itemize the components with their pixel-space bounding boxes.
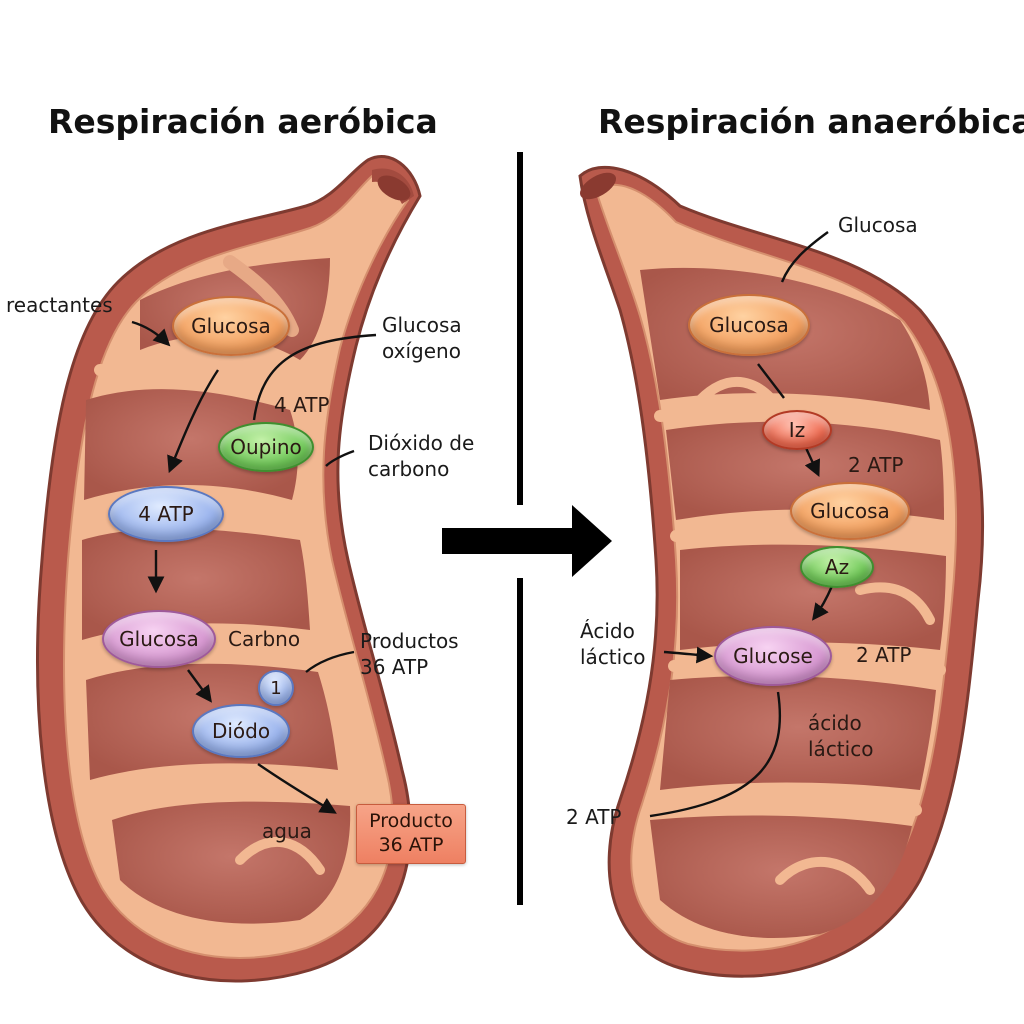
label-carbno: Carbno	[228, 627, 301, 651]
left-connectors	[131, 320, 377, 814]
right-connectors	[649, 231, 834, 818]
product-box-line1: Producto	[369, 810, 453, 833]
node-iz: Iz	[762, 410, 832, 450]
product-box: Producto 36 ATP	[356, 804, 466, 864]
label-dioxido-de-carbono: Dióxido de carbono	[368, 430, 474, 482]
anaerobic-title: Respiración anaeróbica	[598, 102, 1024, 141]
node-glucosa-anaerobic-top: Glucosa	[688, 294, 810, 356]
label-glucosa-oxigeno-line2: oxígeno	[382, 339, 461, 363]
aerobic-title: Respiración aeróbica	[48, 102, 438, 141]
label-acido-left-line2: láctico	[580, 645, 646, 669]
label-dioxido-line1: Dióxido de	[368, 431, 475, 455]
label-2-atp-c: 2 ATP	[566, 805, 622, 829]
label-2-atp-a: 2 ATP	[848, 453, 904, 477]
node-small-one: 1	[258, 670, 294, 706]
label-glucosa-oxigeno-line1: Glucosa	[382, 313, 462, 337]
label-acido-lactico-right: ácido láctico	[808, 710, 873, 762]
node-diodo: Diódo	[192, 704, 290, 758]
label-agua: agua	[262, 819, 312, 843]
label-glucosa-oxigeno: Glucosa oxígeno	[382, 312, 462, 364]
label-acido-left-line1: Ácido	[580, 619, 635, 643]
node-glucose: Glucose	[714, 626, 832, 686]
node-4-atp: 4 ATP	[108, 486, 224, 542]
label-acido-right-line1: ácido	[808, 711, 862, 735]
right-mitochondrion	[578, 165, 984, 978]
label-dioxido-line2: carbono	[368, 457, 450, 481]
label-productos: Productos 36 ATP	[360, 628, 459, 680]
node-glucosa-anaerobic-mid: Glucosa	[790, 482, 910, 540]
label-productos-line1: Productos	[360, 629, 459, 653]
node-az: Az	[800, 546, 874, 588]
product-box-line2: 36 ATP	[378, 834, 444, 856]
node-glucosa-purple: Glucosa	[102, 610, 216, 668]
label-reactantes: reactantes	[6, 293, 113, 317]
label-glucosa-anaerobic: Glucosa	[838, 213, 918, 237]
label-productos-line2: 36 ATP	[360, 655, 429, 679]
node-glucosa-aerobic: Glucosa	[172, 296, 290, 356]
label-acido-right-line2: láctico	[808, 737, 874, 761]
label-acido-lactico-left: Ácido láctico	[580, 618, 645, 670]
label-4-atp: 4 ATP	[274, 393, 330, 417]
node-oupino: Oupino	[218, 422, 314, 472]
big-arrow	[442, 505, 612, 577]
label-2-atp-b: 2 ATP	[856, 643, 912, 667]
